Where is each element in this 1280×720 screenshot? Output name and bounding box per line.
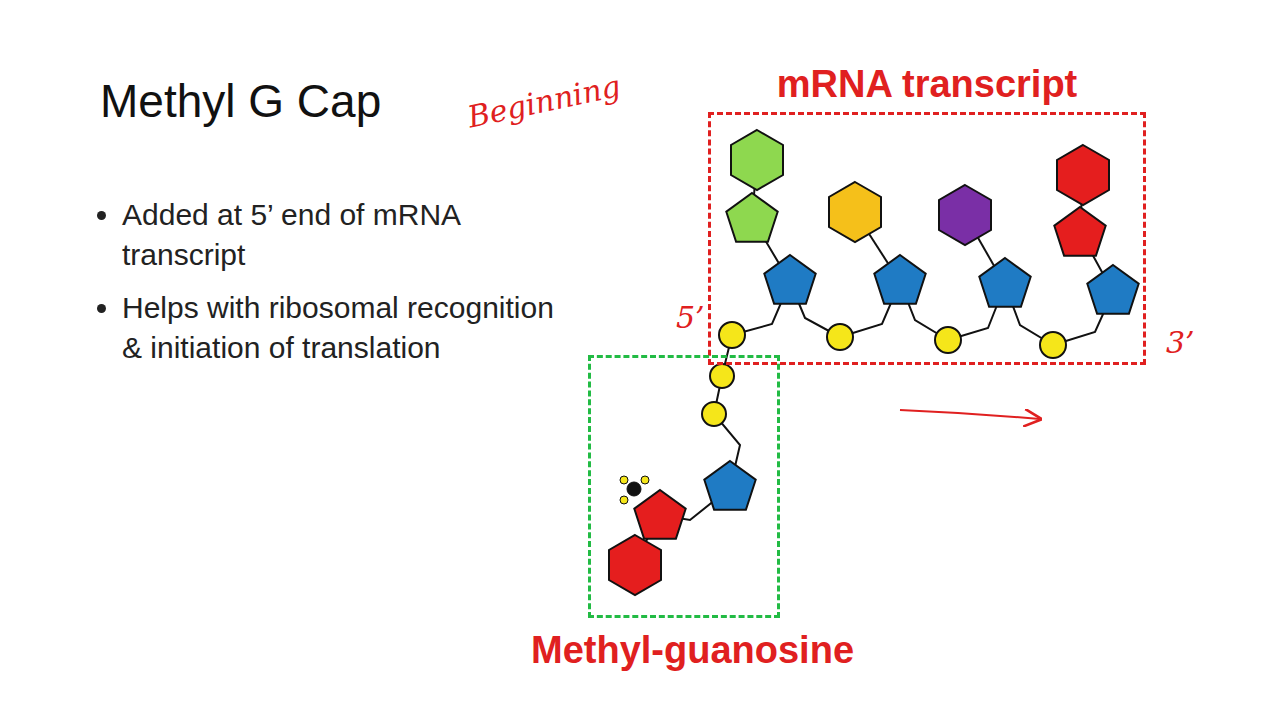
region-heading: Methyl-guanosine: [531, 629, 837, 672]
end-label: 3’: [1166, 325, 1195, 360]
backbone-bonds: [635, 160, 1113, 562]
mrna-region: mRNA transcript: [708, 112, 1146, 365]
region-heading: mRNA transcript: [651, 63, 1203, 106]
methyl-group: [620, 476, 649, 504]
handwritten-note: Beginning: [464, 68, 623, 135]
bullet-point: Helps with ribosomal recognition & initi…: [122, 288, 562, 368]
end-label: 5’: [676, 300, 705, 335]
phosphates: [702, 322, 1066, 426]
slide-title: Methyl G Cap: [100, 74, 381, 128]
bullet-point: Added at 5’ end of mRNA transcript: [122, 195, 562, 275]
bullet-list: Added at 5’ end of mRNA transcriptHelps …: [100, 195, 562, 381]
sugars: [704, 255, 1138, 510]
cap-region: Methyl-guanosine: [588, 355, 780, 618]
direction-arrow: [900, 410, 1040, 419]
